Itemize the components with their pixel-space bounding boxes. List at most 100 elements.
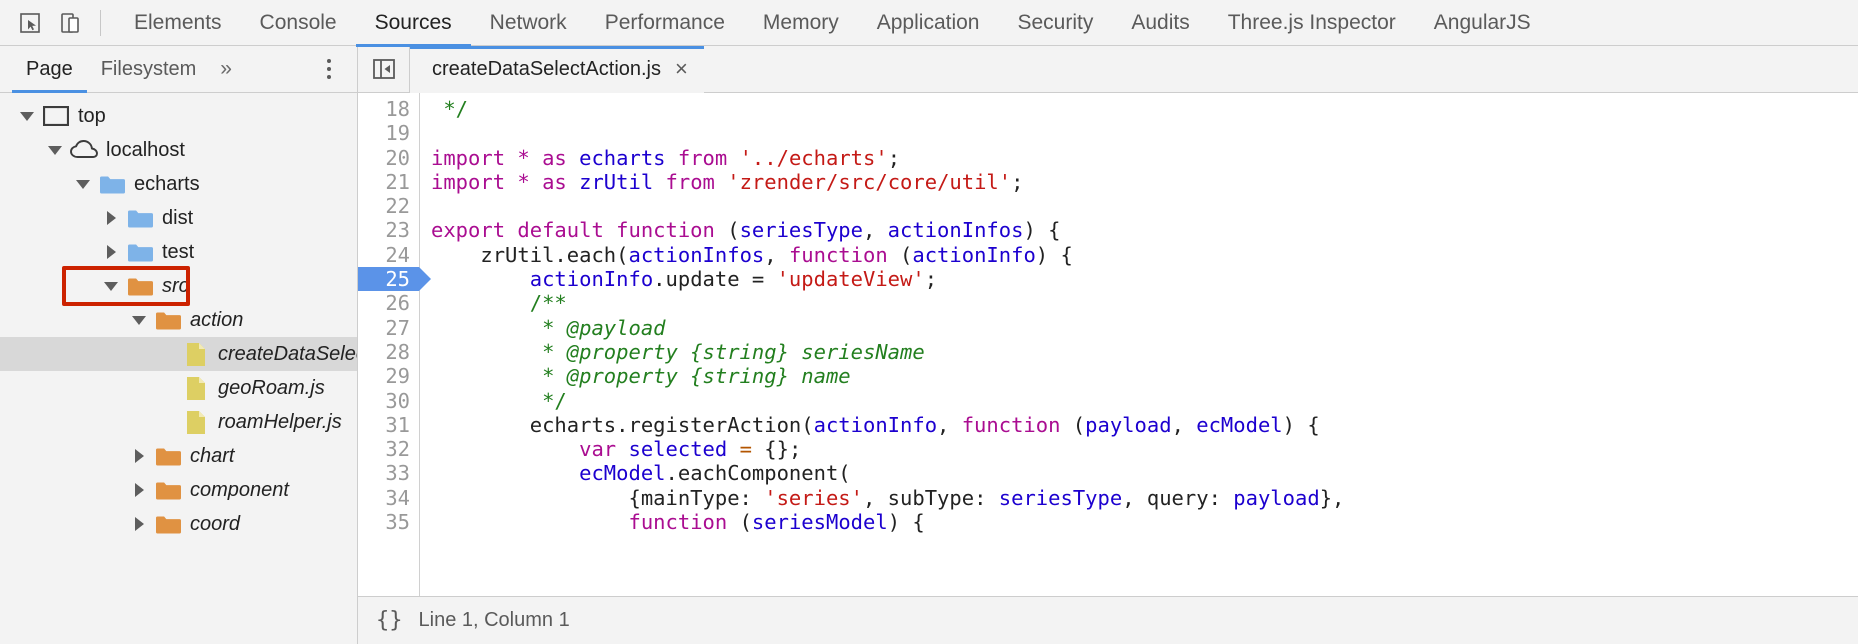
tab-console[interactable]: Console <box>241 0 356 46</box>
line-number[interactable]: 33 <box>385 461 410 486</box>
device-toolbar-icon[interactable] <box>50 3 90 43</box>
code-content[interactable]: */ import * as echarts from '../echarts'… <box>420 93 1858 596</box>
chevron-right-icon[interactable] <box>100 211 122 225</box>
code-token <box>530 170 542 194</box>
code-token: * <box>517 145 530 170</box>
code-token: , <box>764 242 789 267</box>
line-number[interactable]: 20 <box>385 145 410 170</box>
code-token: * @property {string} seriesName <box>431 339 925 364</box>
line-number[interactable]: 31 <box>385 412 410 437</box>
pretty-print-braces-icon[interactable]: {} <box>376 608 403 633</box>
devtools-main-tabbar: Elements Console Sources Network Perform… <box>0 0 1858 47</box>
inspect-cursor-icon[interactable] <box>10 3 50 43</box>
line-number[interactable]: 34 <box>385 485 410 510</box>
tree-item-georoam-js[interactable]: geoRoam.js <box>0 371 357 405</box>
tree-item-action[interactable]: action <box>0 303 357 337</box>
chevron-right-icon[interactable] <box>128 517 150 531</box>
chevron-down-icon[interactable] <box>100 281 122 291</box>
tab-angularjs[interactable]: AngularJS <box>1415 0 1550 46</box>
chevron-down-icon[interactable] <box>128 315 150 325</box>
line-number[interactable]: 26 <box>385 291 410 316</box>
tree-item-coord[interactable]: coord <box>0 507 357 541</box>
line-number[interactable]: 27 <box>385 315 410 340</box>
code-token: 'zrender/src/core/util' <box>727 169 1012 194</box>
line-number[interactable]: 29 <box>385 364 410 389</box>
code-token: ) { <box>887 510 925 535</box>
close-icon[interactable]: × <box>675 56 688 81</box>
tab-elements[interactable]: Elements <box>115 0 241 46</box>
tree-item-chart[interactable]: chart <box>0 439 357 473</box>
code-token: ecModel <box>1196 412 1283 437</box>
navigator-tab-filesystem[interactable]: Filesystem <box>87 46 211 92</box>
tab-application[interactable]: Application <box>858 0 999 46</box>
tab-network[interactable]: Network <box>471 0 586 46</box>
code-token: /** <box>431 291 567 316</box>
line-number[interactable]: 30 <box>385 388 410 413</box>
line-number[interactable]: 24 <box>385 242 410 267</box>
tree-item-localhost[interactable]: localhost <box>0 133 357 167</box>
tree-item-component[interactable]: component <box>0 473 357 507</box>
code-line: /** <box>431 291 1858 315</box>
tab-threejs-inspector[interactable]: Three.js Inspector <box>1209 0 1415 46</box>
tree-item-label: test <box>162 240 195 263</box>
show-navigator-panel-icon[interactable] <box>358 46 410 92</box>
code-token: , subType: <box>863 485 999 510</box>
chevron-right-icon[interactable] <box>128 483 150 497</box>
tab-performance[interactable]: Performance <box>586 0 744 46</box>
chevron-down-icon[interactable] <box>16 111 38 121</box>
navigator-tab-page[interactable]: Page <box>12 46 87 93</box>
code-token: 'series' <box>764 485 863 510</box>
tree-item-createdataselectaction-js[interactable]: createDataSelectAction.js <box>0 337 357 371</box>
line-number[interactable]: 23 <box>385 218 410 243</box>
tab-memory[interactable]: Memory <box>744 0 858 46</box>
chevron-right-icon[interactable] <box>128 449 150 463</box>
line-number[interactable]: 19 <box>385 121 410 146</box>
tree-item-label: roamHelper.js <box>218 410 342 433</box>
chevron-down-icon[interactable] <box>44 145 66 155</box>
line-number[interactable]: 18 <box>385 97 410 121</box>
file-js-icon <box>182 342 210 367</box>
line-number[interactable]: 32 <box>385 437 410 462</box>
tree-item-top[interactable]: top <box>0 99 357 133</box>
chevron-right-icon[interactable] <box>100 245 122 259</box>
code-token: * @payload <box>431 315 666 340</box>
tab-audits[interactable]: Audits <box>1112 0 1208 46</box>
tree-item-test[interactable]: test <box>0 235 357 269</box>
kebab-menu-icon[interactable] <box>323 55 335 83</box>
tree-item-dist[interactable]: dist <box>0 201 357 235</box>
line-number[interactable]: 35 <box>385 510 410 535</box>
editor-tab-createdataselectaction[interactable]: createDataSelectAction.js × <box>410 45 704 93</box>
code-token: .update = <box>653 267 777 292</box>
code-token: ; <box>1011 169 1024 194</box>
tab-angularjs-label: AngularJS <box>1433 10 1531 34</box>
tab-sources[interactable]: Sources <box>355 0 471 47</box>
code-token: 'updateView' <box>776 267 925 292</box>
folder-orange-icon <box>154 446 182 467</box>
tree-item-src[interactable]: src <box>0 269 357 303</box>
code-token <box>530 146 542 170</box>
line-number[interactable]: 21 <box>385 169 410 194</box>
line-number[interactable]: 25 <box>358 267 431 292</box>
tab-security[interactable]: Security <box>998 0 1112 46</box>
code-token: from <box>665 169 715 194</box>
chevron-down-icon[interactable] <box>72 179 94 189</box>
code-token: as <box>542 145 567 170</box>
code-token: .eachComponent( <box>665 461 851 486</box>
line-number[interactable]: 28 <box>385 339 410 364</box>
code-token: ; <box>924 267 938 292</box>
code-token: seriesModel <box>751 510 888 535</box>
tree-item-echarts[interactable]: echarts <box>0 167 357 201</box>
code-line <box>431 121 1858 145</box>
code-token: echarts.registerAction( <box>431 412 814 437</box>
tree-item-label: localhost <box>106 138 185 161</box>
chevron-double-right-icon[interactable]: » <box>210 57 242 81</box>
line-number[interactable]: 22 <box>385 194 410 219</box>
cloud-icon <box>70 140 98 160</box>
tree-item-roamhelper-js[interactable]: roamHelper.js <box>0 405 357 439</box>
tree-item-label: geoRoam.js <box>218 376 325 399</box>
code-line: */ <box>431 97 1858 121</box>
